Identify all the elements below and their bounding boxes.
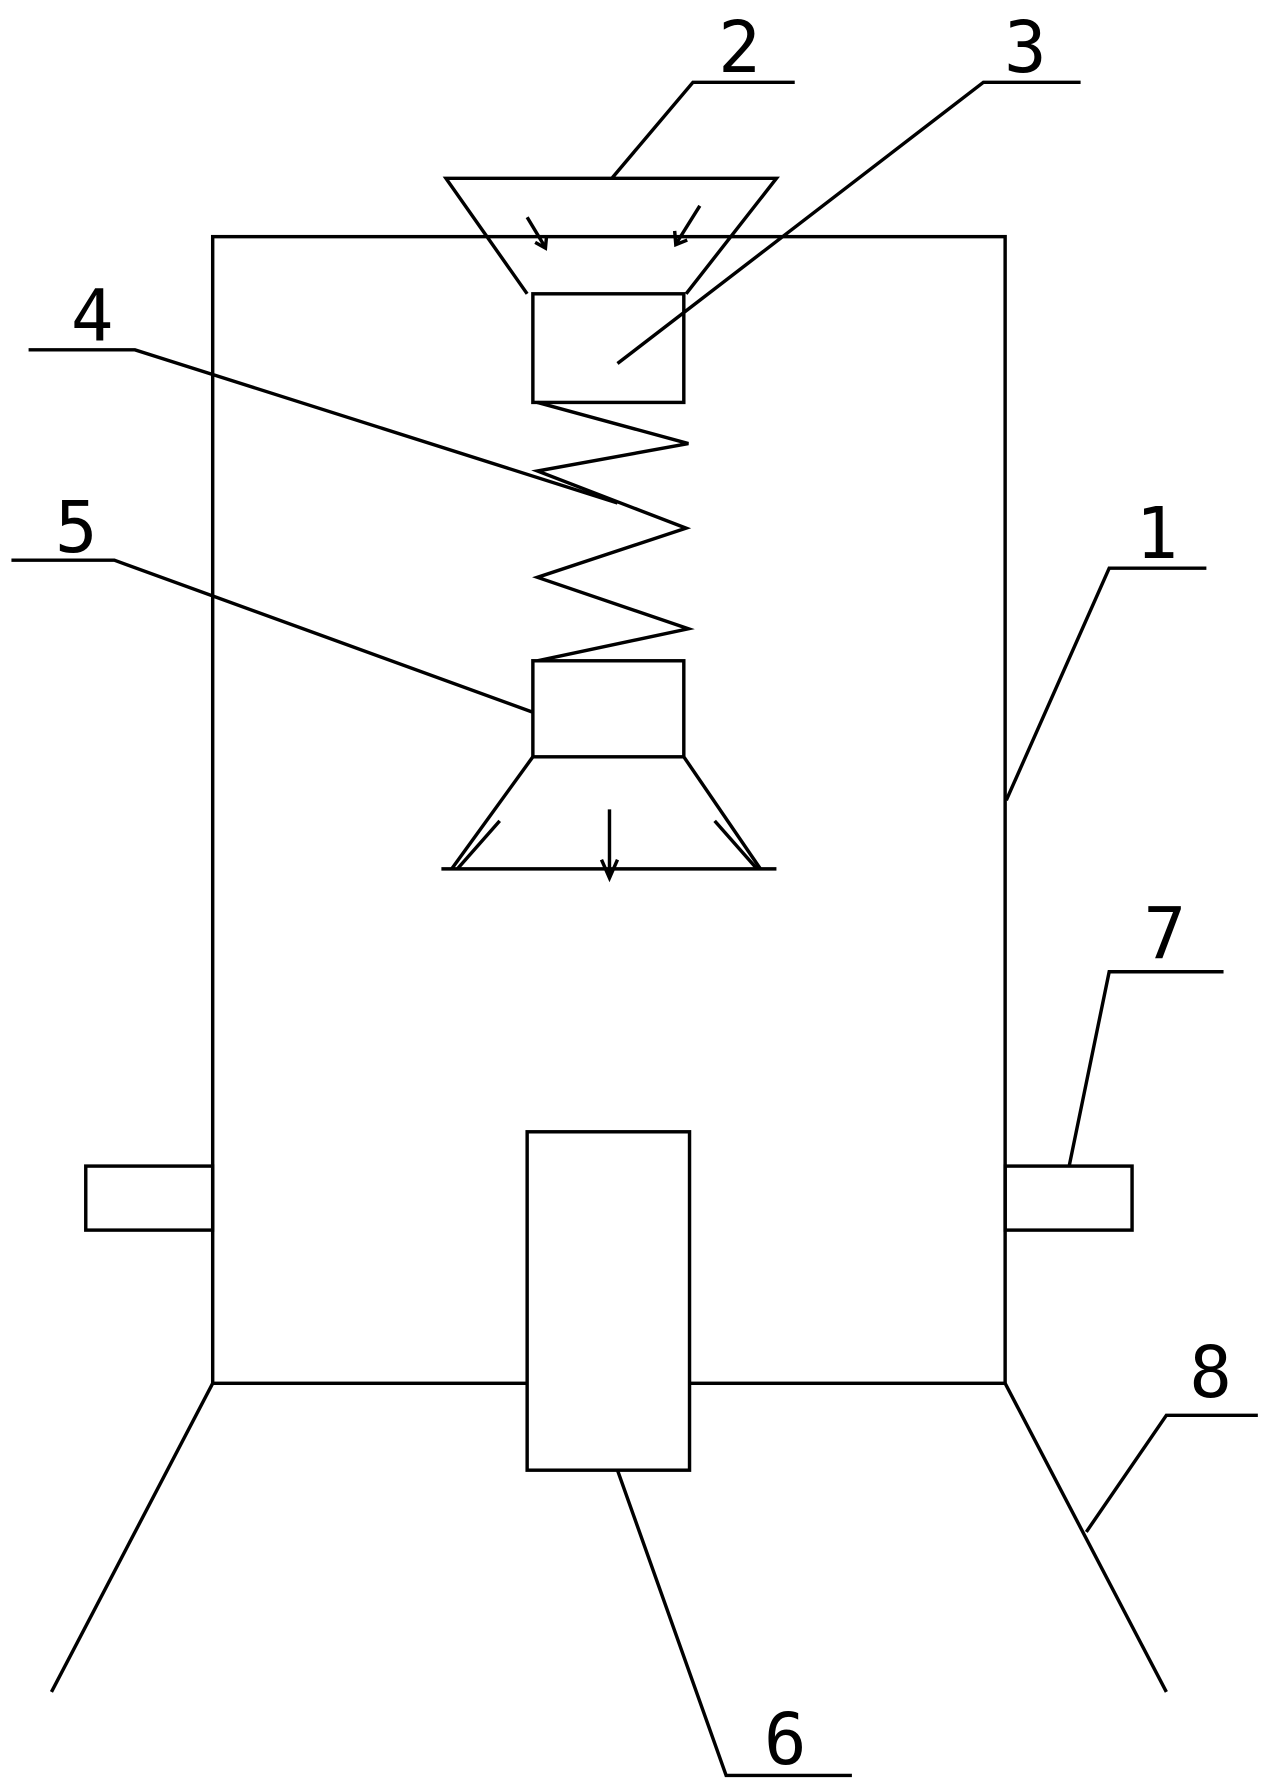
leader-lines xyxy=(11,80,1258,1778)
spreader xyxy=(441,755,777,883)
side-handle-right xyxy=(1003,1164,1134,1232)
label-8: 8 xyxy=(1189,1331,1232,1414)
label-4: 4 xyxy=(71,275,114,358)
label-6: 6 xyxy=(764,1698,807,1781)
label-1: 1 xyxy=(1135,492,1178,575)
hopper xyxy=(442,176,780,295)
label-7: 7 xyxy=(1143,892,1186,975)
upper-block xyxy=(531,292,686,405)
label-5: 5 xyxy=(55,486,98,569)
bottom-unit xyxy=(525,1130,692,1472)
spring xyxy=(531,400,695,663)
leg-right xyxy=(1003,1382,1168,1693)
side-handle-left xyxy=(84,1164,215,1232)
leg-left xyxy=(49,1382,215,1693)
lower-block xyxy=(531,659,686,759)
label-2: 2 xyxy=(718,6,761,89)
label-3: 3 xyxy=(1004,6,1047,89)
